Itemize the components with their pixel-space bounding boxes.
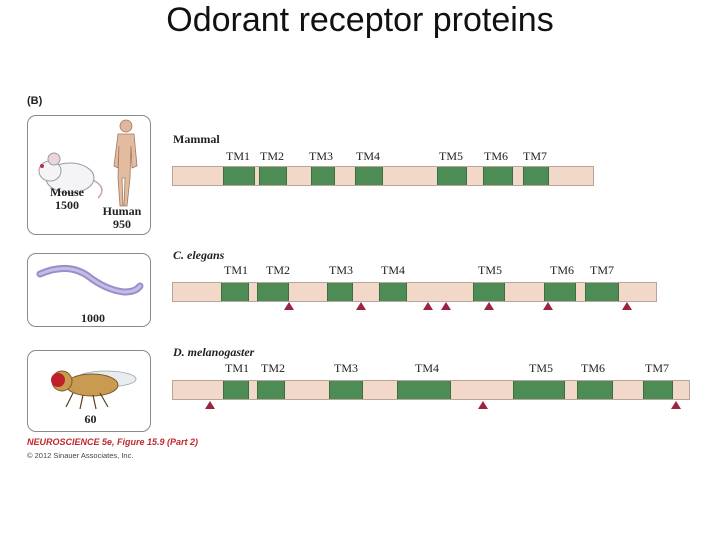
worm-count: 1000 — [81, 311, 105, 325]
mammal-tm4-label: TM4 — [356, 149, 380, 163]
human-name: Human — [102, 204, 142, 218]
celegans-tm7-domain — [585, 283, 619, 301]
celegans-intron-marker — [484, 302, 494, 310]
celegans-intron-marker — [423, 302, 433, 310]
drosophila-intron-marker — [478, 401, 488, 409]
drosophila-protein-bar — [172, 380, 690, 400]
drosophila-tm1-label: TM1 — [225, 361, 249, 375]
mouse-label: Mouse 1500 — [42, 186, 92, 212]
celegans-tm1-label: TM1 — [224, 263, 248, 277]
fly-illustration — [51, 370, 137, 410]
celegans-intron-marker — [356, 302, 366, 310]
celegans-tm6-domain — [544, 283, 576, 301]
drosophila-tm1-domain — [223, 381, 249, 399]
worm-icon — [36, 265, 144, 296]
celegans-tm4-label: TM4 — [381, 263, 405, 277]
celegans-tm6-label: TM6 — [550, 263, 574, 277]
mammal-organism-panel: Mouse 1500 Human 950 — [27, 115, 151, 235]
celegans-protein-bar — [172, 282, 657, 302]
mammal-row-title: Mammal — [173, 132, 220, 146]
mouse-icon — [38, 152, 103, 199]
fly-organism-panel: 60 — [27, 350, 151, 432]
fly-count: 60 — [84, 412, 97, 426]
celegans-tm5-label: TM5 — [478, 263, 502, 277]
celegans-row-title: C. elegans — [173, 248, 225, 262]
drosophila-intron-marker — [205, 401, 215, 409]
celegans-tm7-label: TM7 — [590, 263, 614, 277]
drosophila-tm2-label: TM2 — [261, 361, 285, 375]
drosophila-tm4-domain — [397, 381, 451, 399]
drosophila-tm4-label: TM4 — [415, 361, 439, 375]
celegans-tm2-label: TM2 — [266, 263, 290, 277]
human-count: 950 — [113, 217, 131, 231]
celegans-intron-marker — [543, 302, 553, 310]
drosophila-tm5-label: TM5 — [529, 361, 553, 375]
mammal-tm3-label: TM3 — [309, 149, 333, 163]
mammal-tm5-domain — [437, 167, 467, 185]
mammal-tm7-domain — [523, 167, 549, 185]
drosophila-tm2-domain — [257, 381, 285, 399]
celegans-intron-marker — [284, 302, 294, 310]
celegans-intron-marker — [441, 302, 451, 310]
mouse-name: Mouse — [50, 185, 84, 199]
mammal-tm5-label: TM5 — [439, 149, 463, 163]
celegans-tm2-domain — [257, 283, 289, 301]
drosophila-tm3-label: TM3 — [334, 361, 358, 375]
drosophila-intron-marker — [671, 401, 681, 409]
mammal-tm4-domain — [355, 167, 383, 185]
figure-caption: NEUROSCIENCE 5e, Figure 15.9 (Part 2) — [27, 437, 199, 447]
mammal-tm1-domain — [223, 167, 255, 185]
drosophila-tm6-domain — [577, 381, 613, 399]
celegans-tm4-domain — [379, 283, 407, 301]
celegans-tm3-label: TM3 — [329, 263, 353, 277]
mammal-tm1-label: TM1 — [226, 149, 250, 163]
drosophila-row-title: D. melanogaster — [173, 345, 255, 359]
drosophila-tm6-label: TM6 — [581, 361, 605, 375]
mammal-tm6-domain — [483, 167, 513, 185]
drosophila-tm3-domain — [329, 381, 363, 399]
worm-illustration — [36, 265, 144, 296]
celegans-tm1-domain — [221, 283, 249, 301]
mammal-tm3-domain — [311, 167, 335, 185]
celegans-tm3-domain — [327, 283, 353, 301]
drosophila-tm7-label: TM7 — [645, 361, 669, 375]
mammal-protein-bar — [172, 166, 594, 186]
drosophila-tm7-domain — [643, 381, 673, 399]
slide-title: Odorant receptor proteins — [166, 1, 554, 39]
human-label: Human 950 — [96, 205, 148, 231]
mouse-human-illustration — [38, 119, 138, 207]
human-icon — [113, 119, 138, 207]
mammal-tm2-domain — [259, 167, 287, 185]
worm-organism-panel: 1000 — [27, 253, 151, 327]
copyright-notice: © 2012 Sinauer Associates, Inc. — [27, 451, 134, 460]
celegans-intron-marker — [622, 302, 632, 310]
mammal-tm2-label: TM2 — [260, 149, 284, 163]
mammal-tm6-label: TM6 — [484, 149, 508, 163]
fly-icon — [51, 370, 137, 410]
mammal-tm7-label: TM7 — [523, 149, 547, 163]
mouse-count: 1500 — [55, 198, 79, 212]
celegans-tm5-domain — [473, 283, 505, 301]
drosophila-tm5-domain — [513, 381, 565, 399]
part-label: (B) — [27, 95, 43, 107]
